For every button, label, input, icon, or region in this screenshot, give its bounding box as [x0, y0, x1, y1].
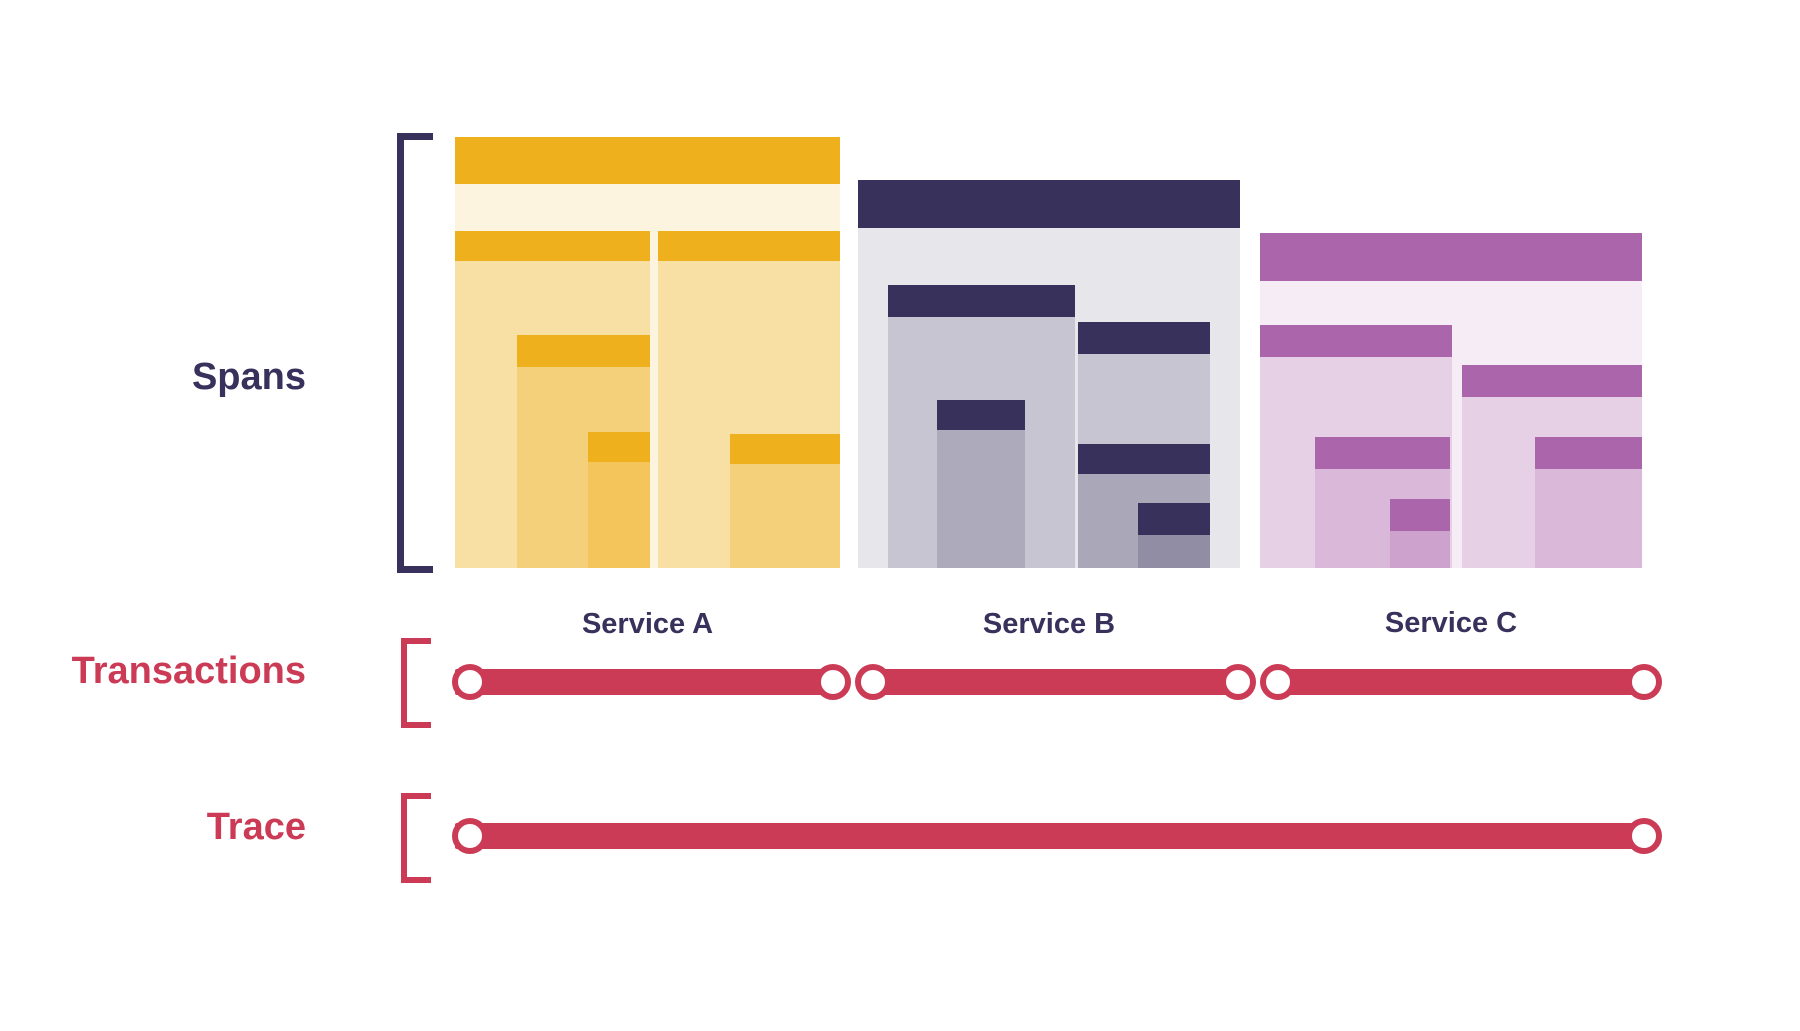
span-rect[interactable] [1535, 437, 1642, 568]
span-head [888, 285, 1075, 317]
span-head [588, 432, 650, 462]
span-body [888, 317, 1075, 568]
trace-node[interactable] [452, 818, 488, 854]
transaction-segment[interactable] [1267, 669, 1645, 695]
transaction-segment[interactable] [455, 669, 833, 695]
span-head [1260, 325, 1452, 357]
span-body [588, 462, 650, 568]
span-rect[interactable] [517, 335, 650, 568]
service-label-c: Service C [1384, 607, 1518, 639]
service-label-a: Service A [581, 608, 714, 640]
span-rect[interactable] [730, 434, 840, 568]
span-body [937, 430, 1025, 568]
span-body [517, 367, 650, 568]
span-head [658, 231, 840, 261]
span-body [455, 261, 650, 568]
span-head [517, 335, 650, 367]
span-head [937, 400, 1025, 430]
span-head [1138, 503, 1210, 535]
span-head [1535, 437, 1642, 469]
transaction-node[interactable] [452, 664, 488, 700]
span-body [658, 261, 840, 568]
transactions-row-label: Transactions [71, 650, 306, 692]
trace-node[interactable] [1626, 818, 1662, 854]
span-head [455, 231, 650, 261]
span-head [1078, 444, 1210, 474]
spans-bracket [397, 133, 433, 573]
span-body [730, 464, 840, 568]
span-head [455, 137, 840, 184]
span-rect[interactable] [888, 285, 1075, 568]
span-head [1390, 499, 1450, 531]
span-head [1078, 322, 1210, 354]
service-label-b: Service B [982, 608, 1116, 640]
span-rect[interactable] [455, 231, 650, 568]
span-rect[interactable] [1390, 499, 1450, 568]
transaction-node[interactable] [1260, 664, 1296, 700]
trace-segment[interactable] [455, 823, 1645, 849]
span-body [1138, 535, 1210, 568]
span-body [1462, 397, 1642, 568]
span-head [1260, 233, 1642, 281]
trace-bracket [401, 793, 431, 883]
span-head [858, 180, 1240, 228]
span-rect[interactable] [1138, 503, 1210, 568]
transaction-node[interactable] [1626, 664, 1662, 700]
span-rect[interactable] [588, 432, 650, 568]
span-rect[interactable] [658, 231, 840, 568]
spans-area [455, 137, 1642, 568]
transaction-node[interactable] [1220, 664, 1256, 700]
span-rect[interactable] [937, 400, 1025, 568]
transaction-node[interactable] [815, 664, 851, 700]
span-head [1315, 437, 1450, 469]
span-body [1390, 531, 1450, 568]
span-body [1535, 469, 1642, 568]
span-rect[interactable] [1462, 365, 1642, 568]
transactions-bracket [401, 638, 431, 728]
span-head [730, 434, 840, 464]
transaction-node[interactable] [855, 664, 891, 700]
transaction-segment[interactable] [862, 669, 1240, 695]
trace-row-label: Trace [206, 806, 306, 848]
span-head [1462, 365, 1642, 397]
spans-row-label: Spans [191, 356, 306, 398]
span-rect[interactable] [1315, 437, 1450, 568]
